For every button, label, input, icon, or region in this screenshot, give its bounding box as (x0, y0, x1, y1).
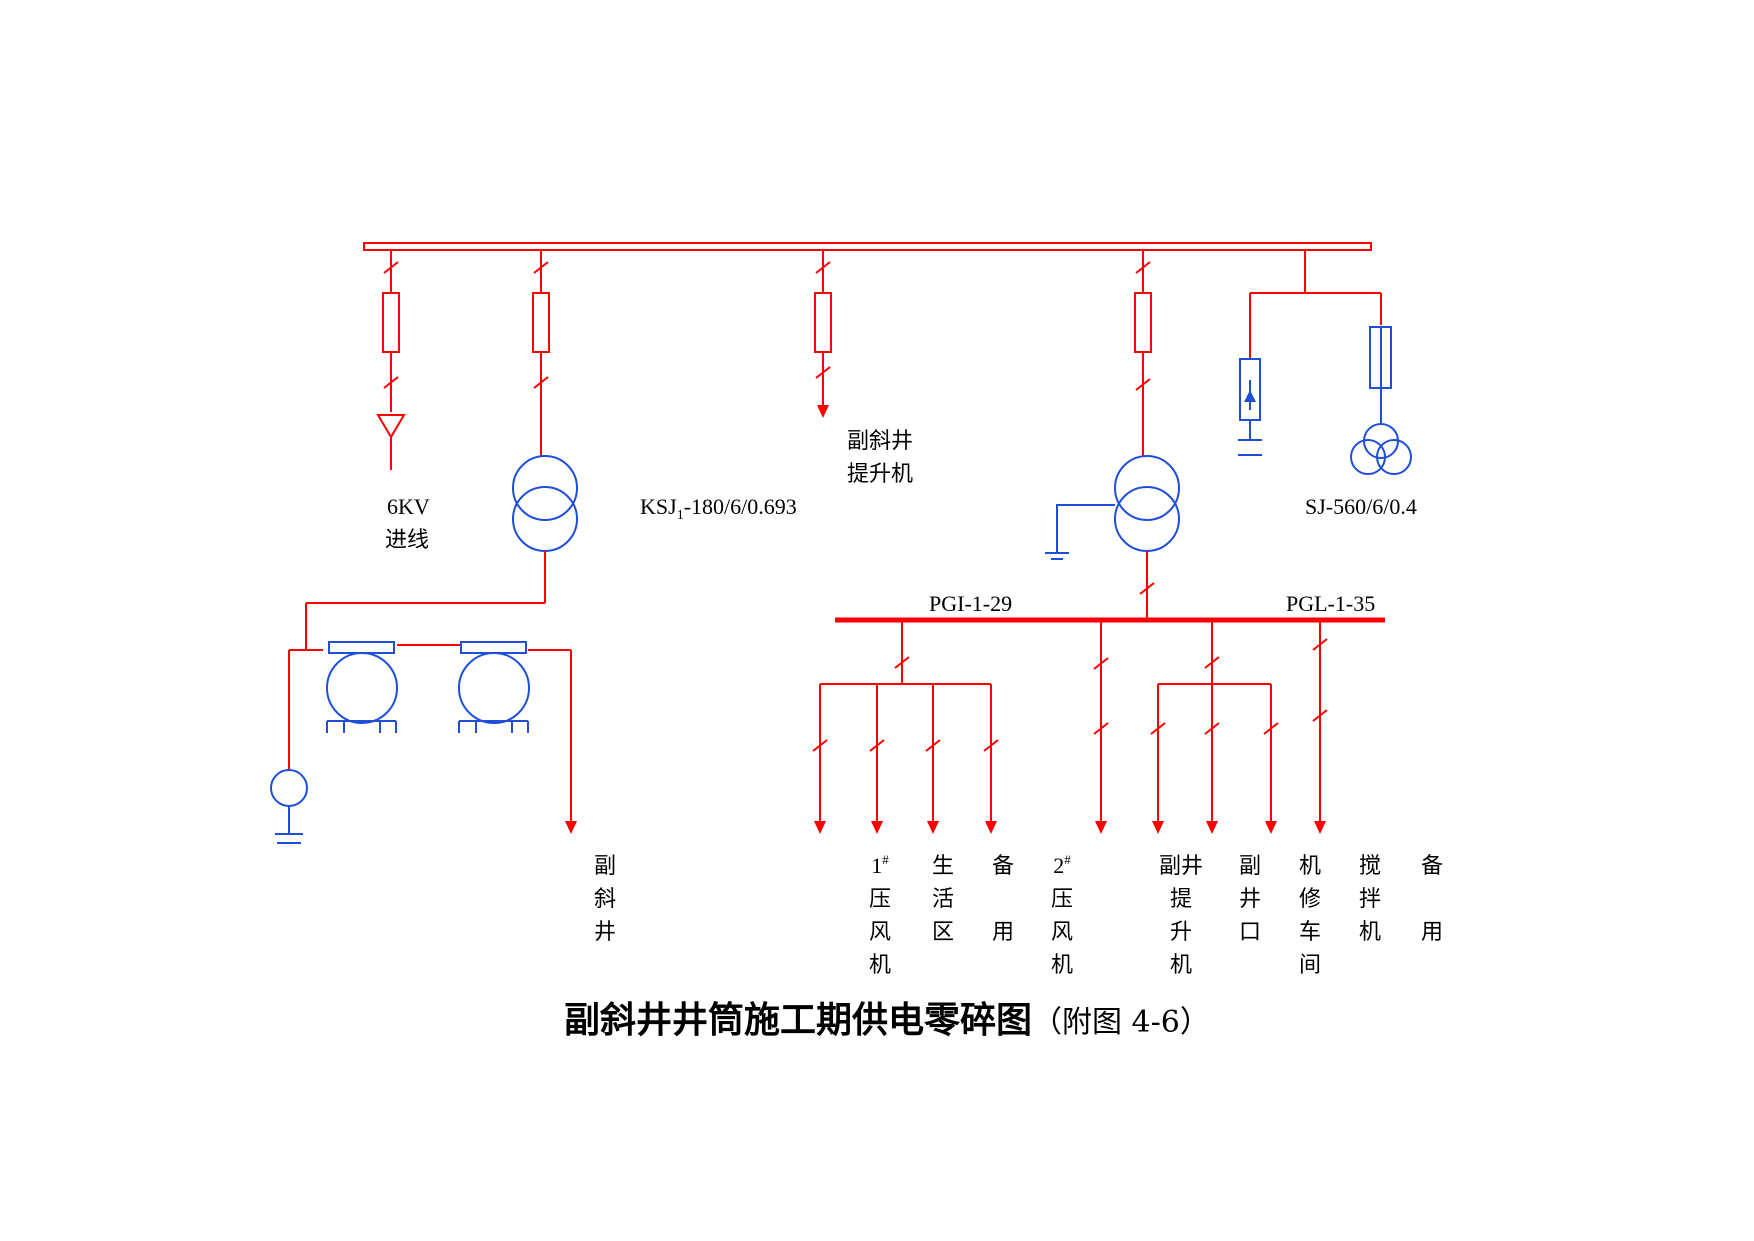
output-label-mixer-1: 拌 (1359, 886, 1381, 911)
motor-2-icon (458, 641, 530, 733)
output-label-spare-2-2: 用 (1421, 919, 1443, 944)
output-label-aux-shaft-mouth-2: 口 (1239, 919, 1261, 944)
output-label-living-area-2: 区 (932, 919, 954, 944)
output-label-repair-shop-2: 车 (1299, 919, 1321, 944)
label-pgl: PGL-1-35 (1286, 591, 1375, 616)
label-6kv: 6KV (387, 494, 430, 519)
output-label-fuxiejing-1: 斜 (594, 886, 616, 911)
output-label-fuxiejing-2: 井 (594, 919, 616, 944)
output-label-mixer-2: 机 (1359, 919, 1381, 944)
output-label-aux-shaft-mouth-0: 副 (1239, 853, 1261, 878)
label-ksj: KSJ1-180/6/0.693 (640, 494, 797, 523)
motor-1-icon (326, 641, 398, 733)
output-label-aux-hoist-3: 机 (1170, 952, 1192, 977)
output-label-no2-compressor-2: 风 (1051, 919, 1073, 944)
feeder-ksj (532, 250, 550, 456)
output-label-no2-compressor-1: 压 (1051, 886, 1073, 911)
surge-arrester-icon (1238, 358, 1262, 456)
label-pgi: PGI-1-29 (929, 591, 1012, 616)
output-label-repair-shop-3: 间 (1299, 952, 1321, 977)
output-label-no2-compressor-0: 2# (1053, 852, 1071, 878)
label-hoist-1: 副斜井 (847, 428, 913, 453)
transformer-lv-symbol (1045, 455, 1180, 560)
output-label-repair-shop-0: 机 (1299, 853, 1321, 878)
label-incoming: 进线 (385, 527, 429, 552)
output-label-no1-compressor-1: 压 (869, 886, 891, 911)
output-label-living-area-1: 活 (932, 886, 954, 911)
output-label-no1-compressor-3: 机 (869, 952, 891, 977)
output-label-spare-1-2: 用 (992, 919, 1014, 944)
lv-group-a (820, 620, 991, 685)
output-label-no1-compressor-0: 1# (871, 852, 889, 878)
output-label-spare-2-0: 备 (1421, 853, 1443, 878)
feeder-hoist (814, 250, 832, 418)
output-label-fuxiejing-0: 副 (594, 853, 616, 878)
feeder-incoming (376, 250, 406, 470)
transformer-ksj-symbol (512, 455, 578, 552)
label-hoist-2: 提升机 (847, 461, 913, 486)
label-sj: SJ-560/6/0.4 (1305, 494, 1417, 519)
output-label-mixer-0: 搅 (1359, 853, 1381, 878)
grounding-motor-icon (270, 769, 308, 844)
feeder-sj (1249, 250, 1382, 359)
output-label-no2-compressor-3: 机 (1051, 952, 1073, 977)
transformer-sj-symbol (1350, 388, 1412, 475)
output-label-aux-hoist-2: 升 (1170, 919, 1192, 944)
output-label-aux-hoist-1: 提 (1170, 886, 1192, 911)
output-label-spare-1-0: 备 (992, 853, 1014, 878)
feeder-lv-transformer (1134, 250, 1152, 456)
output-label-living-area-0: 生 (932, 853, 954, 878)
main-busbar (363, 242, 1372, 251)
output-label-aux-hoist-0: 副井 (1159, 853, 1203, 878)
output-label-repair-shop-1: 修 (1299, 886, 1321, 911)
page-title: 副斜井井筒施工期供电零碎图（附图 4-6） (564, 999, 1210, 1041)
output-label-no1-compressor-2: 风 (869, 919, 891, 944)
output-label-aux-shaft-mouth-1: 井 (1239, 886, 1261, 911)
lv-group-b (1158, 620, 1271, 685)
sj-fuse-icon (1369, 326, 1392, 389)
branch-drops (812, 620, 1328, 834)
